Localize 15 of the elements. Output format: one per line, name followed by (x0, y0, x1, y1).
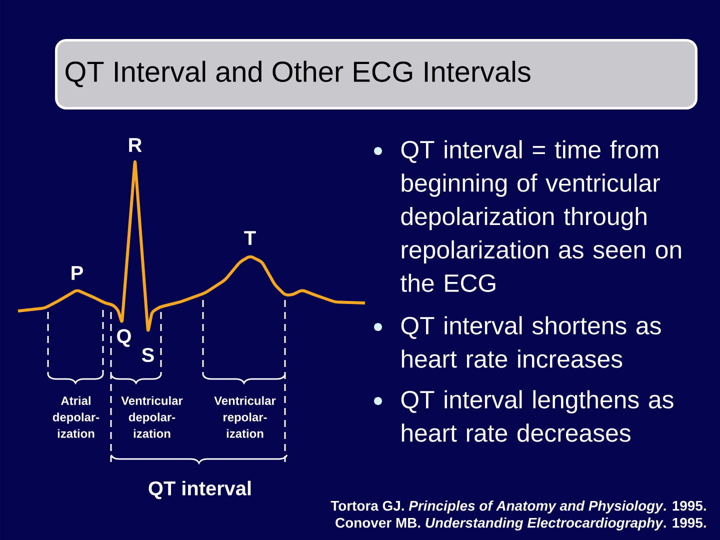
wave-label: T (244, 231, 256, 245)
wave-label: Q (117, 329, 131, 347)
title-bar: QT Interval and Other ECG Intervals (55, 39, 698, 110)
phase-label: Ventricular depolar- ization (121, 396, 183, 438)
bullet-text: QT interval = time from beginning of ventricular depolarization through repolarization as seen on the ECG (400, 140, 681, 292)
phase-label: Ventricular repolar- ization (214, 396, 276, 438)
wave-label: P (72, 266, 83, 280)
reference: Tortora GJ. Principles of Anatomy and Physiology. 1995. (330, 500, 706, 514)
bullet-text: QT interval lengthens as heart rate decreases (401, 390, 674, 442)
bullet-text: QT interval shortens as heart rate increases (401, 316, 661, 368)
wave-label: R (129, 138, 142, 152)
interval-label: QT interval (148, 480, 251, 500)
reference: Conover MB. Understanding Electrocardiography. 1995. (336, 518, 706, 530)
phase-label: Atrial depolar- ization (52, 396, 100, 438)
wave-label: S (142, 348, 154, 362)
